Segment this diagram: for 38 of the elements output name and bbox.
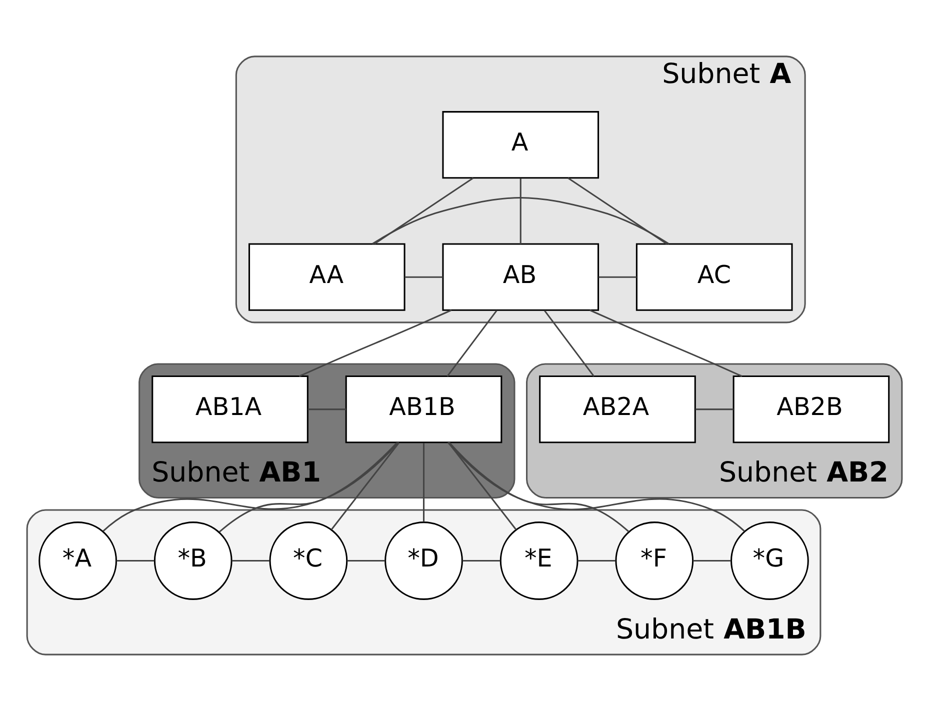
connector — [578, 560, 616, 562]
connector — [520, 178, 522, 244]
connector — [590, 309, 742, 377]
node-box: AB2B — [732, 375, 890, 444]
connector — [298, 309, 452, 377]
node-circle: *F — [615, 522, 694, 600]
connector — [347, 560, 385, 562]
node-circle: *E — [500, 522, 578, 600]
connector — [372, 197, 670, 244]
node-box: AA — [248, 243, 406, 311]
connector — [446, 310, 498, 377]
node-circle: *A — [38, 522, 118, 600]
connector — [404, 276, 443, 278]
connector — [448, 442, 630, 532]
connector — [598, 276, 637, 278]
node-circle: *D — [384, 522, 463, 600]
connector — [695, 408, 734, 410]
connector — [219, 442, 398, 532]
connector — [568, 177, 668, 244]
node-box: AB1A — [152, 375, 308, 444]
connector — [693, 560, 731, 562]
node-circle: *B — [154, 522, 232, 600]
node-circle: *C — [269, 522, 348, 600]
node-box: A — [442, 111, 600, 179]
connector — [308, 408, 346, 410]
node-box: AB1B — [345, 375, 502, 444]
node-box: AC — [636, 243, 793, 311]
node-box: AB2A — [539, 375, 696, 444]
connector — [374, 177, 474, 244]
connector — [102, 442, 400, 532]
connector — [232, 560, 270, 562]
connector — [330, 442, 400, 530]
node-circle: *G — [730, 522, 809, 600]
connector — [422, 443, 425, 522]
connector — [116, 560, 154, 562]
connector — [462, 560, 500, 562]
connector — [447, 442, 745, 532]
node-box: AB — [442, 243, 600, 311]
